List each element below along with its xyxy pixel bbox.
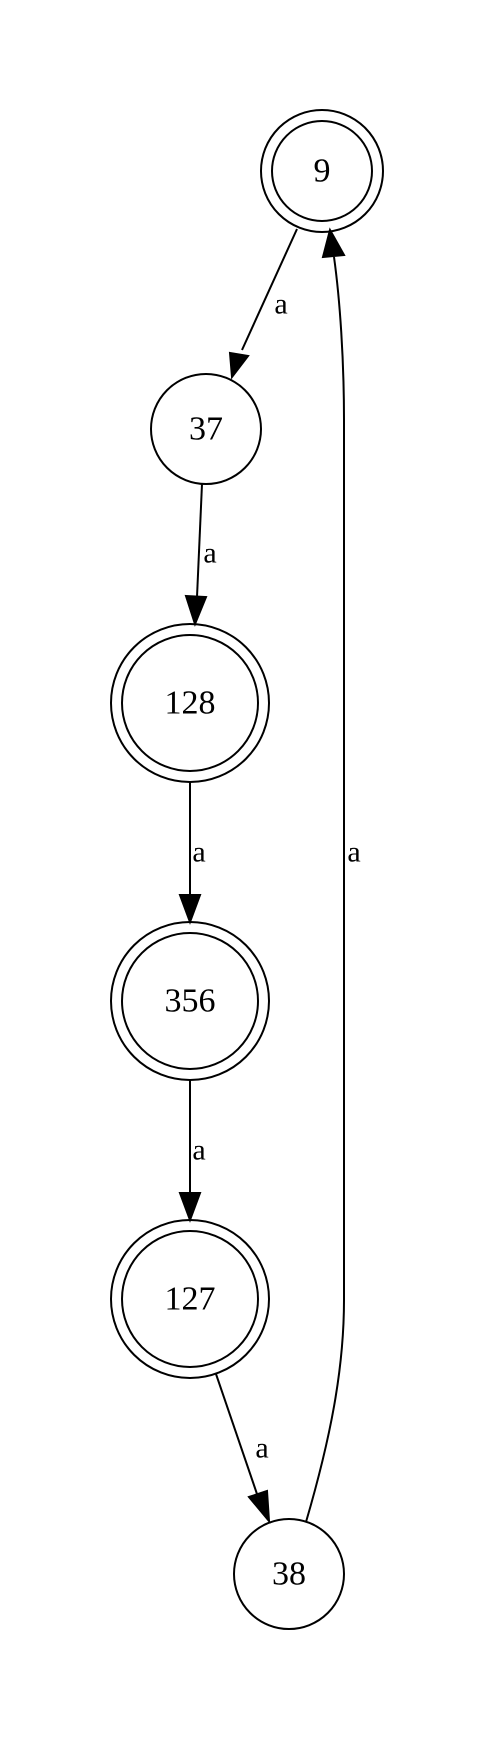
- node-9-outer-circle: [260, 109, 384, 233]
- edge-9-to-37-arrowhead: [228, 351, 250, 380]
- edge-9-to-37-label: a: [274, 288, 287, 321]
- node-356: 356: [110, 921, 270, 1081]
- node-128-label: 128: [165, 685, 216, 722]
- node-128: 128: [110, 623, 270, 783]
- edge-127-to-38: a: [215, 1373, 271, 1525]
- edge-37-to-128: a: [184, 483, 217, 627]
- edge-38-to-9: a: [305, 227, 361, 1523]
- edge-128-to-356-label: a: [192, 836, 205, 869]
- node-37-circle: [150, 373, 262, 485]
- node-127-inner-circle: [121, 1230, 259, 1368]
- edge-356-to-127-arrowhead: [178, 1192, 202, 1223]
- node-38: 38: [233, 1518, 345, 1630]
- edge-37-to-128-line: [196, 483, 203, 598]
- edge-37-to-128-arrowhead: [184, 594, 208, 627]
- edge-356-to-127: a: [178, 1080, 206, 1223]
- node-37: 37: [150, 373, 262, 485]
- edge-38-to-9-line: [305, 256, 345, 1523]
- node-356-inner-circle: [121, 932, 259, 1070]
- edge-127-to-38-label: a: [255, 1432, 268, 1465]
- edge-9-to-37-line: [241, 228, 298, 351]
- edge-37-to-128-label: a: [203, 537, 216, 570]
- edge-127-to-38-line: [215, 1373, 258, 1495]
- node-38-circle: [233, 1518, 345, 1630]
- node-9: 9: [260, 109, 384, 233]
- node-37-label: 37: [189, 411, 223, 448]
- node-128-inner-circle: [121, 634, 259, 772]
- edge-38-to-9-label: a: [347, 836, 360, 869]
- node-9-label: 9: [314, 153, 331, 190]
- edge-356-to-127-label: a: [192, 1134, 205, 1167]
- edge-9-to-37: a: [228, 228, 298, 380]
- edge-127-to-38-arrowhead: [247, 1489, 271, 1525]
- node-127: 127: [110, 1219, 270, 1379]
- edge-38-to-9-arrowhead: [321, 227, 346, 259]
- node-127-label: 127: [165, 1281, 216, 1318]
- edge-128-to-356: a: [178, 782, 206, 925]
- node-9-inner-circle: [271, 120, 373, 222]
- edge-128-to-356-arrowhead: [178, 894, 202, 925]
- node-356-label: 356: [165, 983, 216, 1020]
- node-38-label: 38: [272, 1556, 306, 1593]
